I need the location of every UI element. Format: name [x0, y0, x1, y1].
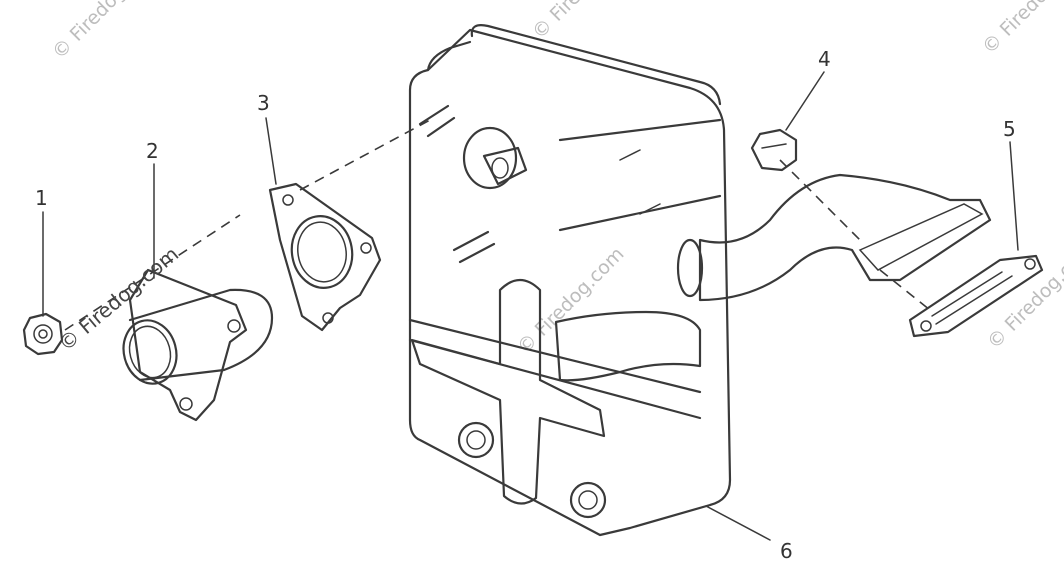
callout-3: 3 [257, 91, 270, 115]
callout-labels: 1 2 3 4 5 6 [35, 47, 1016, 563]
leader-lines [42, 71, 1019, 541]
part-4-nut [750, 128, 798, 172]
overlay-watermark: © Firedog.com [54, 242, 183, 356]
watermark-text: © Firedog.com [48, 0, 163, 64]
part-2-flange-pipe [122, 268, 274, 422]
assembly-lines [64, 119, 931, 331]
part-5-gasket [908, 254, 1044, 338]
watermark-text: © Firedog.com [983, 238, 1064, 353]
callout-2: 2 [146, 139, 159, 163]
watermark-text: © Firedog.com [528, 0, 643, 44]
watermark-text: © Firedog.com [513, 243, 628, 358]
watermark-text: © Firedog.com [978, 0, 1064, 59]
callout-6: 6 [780, 539, 793, 563]
callout-5: 5 [1003, 117, 1016, 141]
part-3-gasket [268, 182, 382, 332]
callout-4: 4 [818, 47, 831, 71]
callout-1: 1 [35, 186, 48, 210]
part-6-muffler [408, 24, 992, 537]
part-1-nut [22, 312, 64, 356]
